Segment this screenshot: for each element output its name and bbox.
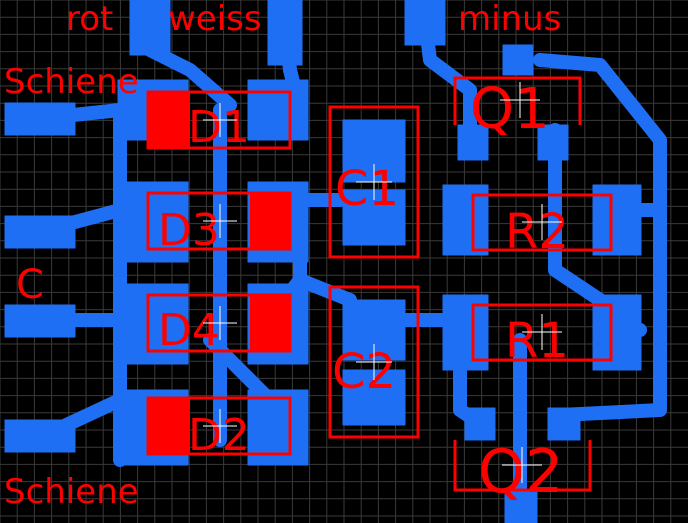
label-d1: D1 xyxy=(188,102,250,153)
label-r2: R2 xyxy=(505,204,569,260)
origin-cross-d2 xyxy=(203,409,237,443)
net-label-minus: minus xyxy=(458,0,561,39)
outline-c1 xyxy=(328,105,420,259)
net-label-rot: rot xyxy=(66,0,113,39)
pad-schiene-top-b xyxy=(4,215,76,249)
trace-q1-r2 xyxy=(548,123,607,307)
outline-q2 xyxy=(453,440,592,492)
origin-cross-r2 xyxy=(522,204,562,240)
pad-q2-left xyxy=(464,407,496,441)
origin-cross-d1 xyxy=(203,103,237,137)
pad-schiene-bottom xyxy=(4,419,76,453)
net-label-weiss: weiss xyxy=(168,0,262,39)
pad-q2-bottom xyxy=(504,489,538,523)
origin-cross-d3 xyxy=(203,204,237,238)
label-d3: D3 xyxy=(158,205,220,256)
cathode-bar-d3 xyxy=(250,193,290,249)
origin-cross-q1 xyxy=(500,82,540,118)
outline-r2 xyxy=(471,193,613,252)
component-labels: D1 D3 D4 D2 C1 C2 Q1 R2 R1 Q2 xyxy=(158,77,569,507)
net-label-c: C xyxy=(16,262,44,308)
origin-markers xyxy=(203,82,562,483)
label-r1: R1 xyxy=(505,313,569,369)
trace-q1-right xyxy=(533,53,667,422)
label-c1: C1 xyxy=(335,161,399,217)
pad-r1-right xyxy=(592,294,642,371)
pad-c xyxy=(4,304,76,338)
origin-cross-c1 xyxy=(356,164,392,200)
silkscreen-layer xyxy=(146,76,613,492)
pad-schiene-top-a xyxy=(4,102,76,136)
pad-q1-top xyxy=(502,44,534,76)
pad-minus xyxy=(404,0,446,46)
pad-d1-right xyxy=(247,79,309,141)
pad-q1-right xyxy=(537,124,569,161)
origin-cross-c2 xyxy=(356,344,392,380)
net-label-schiene-bottom: Schiene xyxy=(4,472,139,512)
pad-q1-left xyxy=(457,124,489,161)
pad-q2-right xyxy=(547,407,581,441)
trace-c-link xyxy=(293,273,357,307)
cathode-bar-d1 xyxy=(148,92,190,148)
outline-r1 xyxy=(471,303,613,362)
net-label-schiene-top: Schiene xyxy=(4,62,139,102)
cathode-bar-d2 xyxy=(148,398,190,454)
label-d2: D2 xyxy=(188,410,250,461)
label-q2: Q2 xyxy=(478,437,563,507)
origin-cross-q2 xyxy=(502,447,542,483)
outline-q1 xyxy=(453,76,582,125)
pad-rot xyxy=(129,0,171,56)
pad-r2-right xyxy=(592,184,642,256)
pad-r2-left xyxy=(442,184,489,256)
pad-r1-left xyxy=(442,294,489,371)
cathode-bar-d4 xyxy=(250,295,290,351)
label-c2: C2 xyxy=(332,344,396,400)
label-q1: Q1 xyxy=(470,77,550,142)
origin-cross-r1 xyxy=(522,314,562,350)
pad-weiss xyxy=(267,0,303,66)
label-d4: D4 xyxy=(158,305,220,356)
outline-c2 xyxy=(328,285,420,439)
origin-cross-d4 xyxy=(203,306,237,340)
net-labels: rot weiss minus Schiene C Schiene xyxy=(4,0,561,512)
